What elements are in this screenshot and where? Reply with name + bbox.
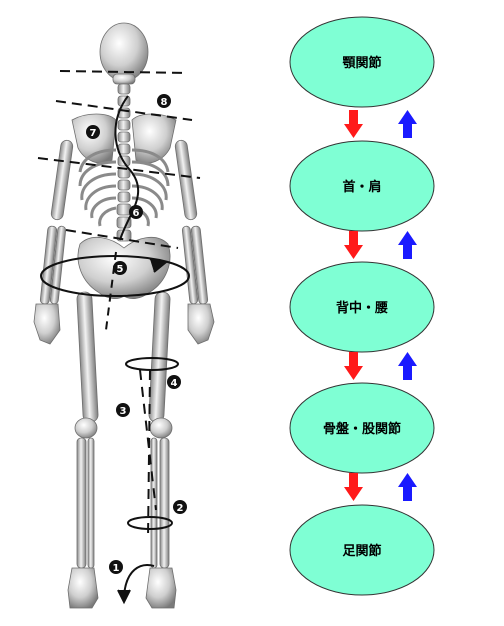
node-pelvis — [289, 382, 435, 474]
foot-rotation-arrowhead — [117, 589, 131, 605]
lower-shin-dashed-line — [147, 369, 151, 541]
chest-level-dashed-line — [37, 157, 201, 179]
up-arrow — [398, 473, 417, 501]
arrow-pair-back-pelvis — [344, 352, 417, 380]
node-neck — [289, 140, 435, 232]
up-arrow — [398, 110, 417, 138]
marker-4: 4 — [167, 375, 181, 389]
svg-text:7: 7 — [90, 128, 97, 139]
svg-text:6: 6 — [133, 208, 140, 219]
down-arrow — [344, 110, 363, 138]
knee-rotation-ellipse — [125, 357, 179, 371]
arrow-pair-pelvis-ankle — [344, 473, 417, 501]
node-jaw — [289, 16, 435, 108]
svg-text:4: 4 — [171, 378, 178, 389]
svg-text:2: 2 — [177, 503, 184, 514]
node-neck-label: 首・肩 — [342, 179, 381, 195]
marker-6: 6 — [129, 205, 143, 219]
node-back-label: 背中・腰 — [336, 300, 388, 316]
svg-text:3: 3 — [120, 406, 127, 417]
marker-5: 5 — [113, 261, 127, 275]
ankle-rotation-ellipse — [127, 516, 173, 530]
spine-curve-line — [114, 95, 140, 241]
left-leg — [67, 291, 99, 609]
right-leg — [145, 291, 177, 609]
waist-level-dashed-line — [65, 229, 179, 249]
marker-1: 1 — [109, 560, 123, 574]
svg-text:8: 8 — [161, 97, 168, 108]
up-arrow — [398, 352, 417, 380]
node-pelvis-label: 骨盤・股関節 — [323, 421, 401, 437]
marker-7: 7 — [86, 125, 100, 139]
node-jaw-label: 顎関節 — [342, 55, 381, 71]
shin-axis-dashed-line — [139, 369, 157, 511]
numbered-markers: 1 2 3 4 5 6 7 8 — [86, 94, 187, 574]
down-arrow — [344, 473, 363, 501]
marker-8: 8 — [157, 94, 171, 108]
node-ankle-label: 足関節 — [342, 543, 381, 559]
pelvis-rotation-arrowhead — [149, 258, 168, 273]
arrow-pair-jaw-neck — [344, 110, 417, 138]
marker-2: 2 — [173, 500, 187, 514]
jaw-level-dashed-line — [59, 70, 187, 74]
down-arrow — [344, 352, 363, 380]
svg-text:1: 1 — [113, 563, 120, 574]
arrow-pair-neck-back — [344, 231, 417, 259]
shoulder-level-dashed-line — [55, 100, 193, 121]
right-arm — [174, 139, 215, 345]
ribcage — [78, 148, 170, 227]
up-arrow — [398, 231, 417, 259]
flow-chart: 顎関節 首・肩 背中・腰 骨盤・股関節 足関節 — [289, 16, 435, 596]
svg-text:5: 5 — [117, 264, 124, 275]
down-arrow — [344, 231, 363, 259]
left-arm — [33, 139, 74, 345]
node-back — [289, 261, 435, 353]
node-ankle — [289, 504, 435, 596]
marker-3: 3 — [116, 403, 130, 417]
skeleton-annotations — [37, 70, 201, 605]
